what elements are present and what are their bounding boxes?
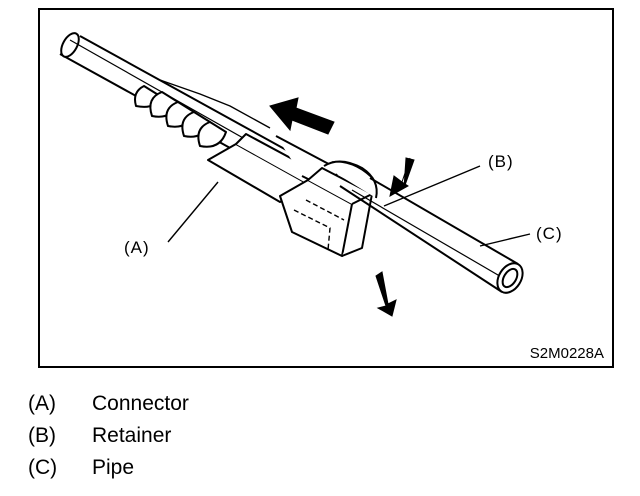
legend-key: (A) <box>28 392 56 415</box>
press-arrow-top-icon <box>389 157 415 197</box>
legend-text: Retainer <box>92 424 172 447</box>
legend-text: Connector <box>92 392 189 415</box>
removal-direction-arrow-icon <box>269 97 335 135</box>
figure-code: S2M0228A <box>529 345 604 362</box>
legend-key: (C) <box>28 456 58 479</box>
leader-line-c <box>479 233 531 247</box>
legend-key: (B) <box>28 424 56 447</box>
leader-line-a <box>167 181 219 243</box>
callout-label-b: (B) <box>488 152 514 171</box>
legend-item: (A) Connector <box>28 392 428 424</box>
diagram-frame: (A) (B) (C) S2M0228A <box>38 8 614 368</box>
legend-text: Pipe <box>92 456 135 479</box>
legend: (A) Connector (B) Retainer (C) Pipe <box>28 392 428 488</box>
leader-line-b <box>383 165 481 207</box>
press-arrow-bottom-icon <box>375 271 397 317</box>
connector-diagram <box>59 32 531 317</box>
callout-label-c: (C) <box>536 224 563 243</box>
legend-item: (B) Retainer <box>28 424 428 456</box>
legend-item: (C) Pipe <box>28 456 428 488</box>
callout-label-a: (A) <box>124 238 150 257</box>
